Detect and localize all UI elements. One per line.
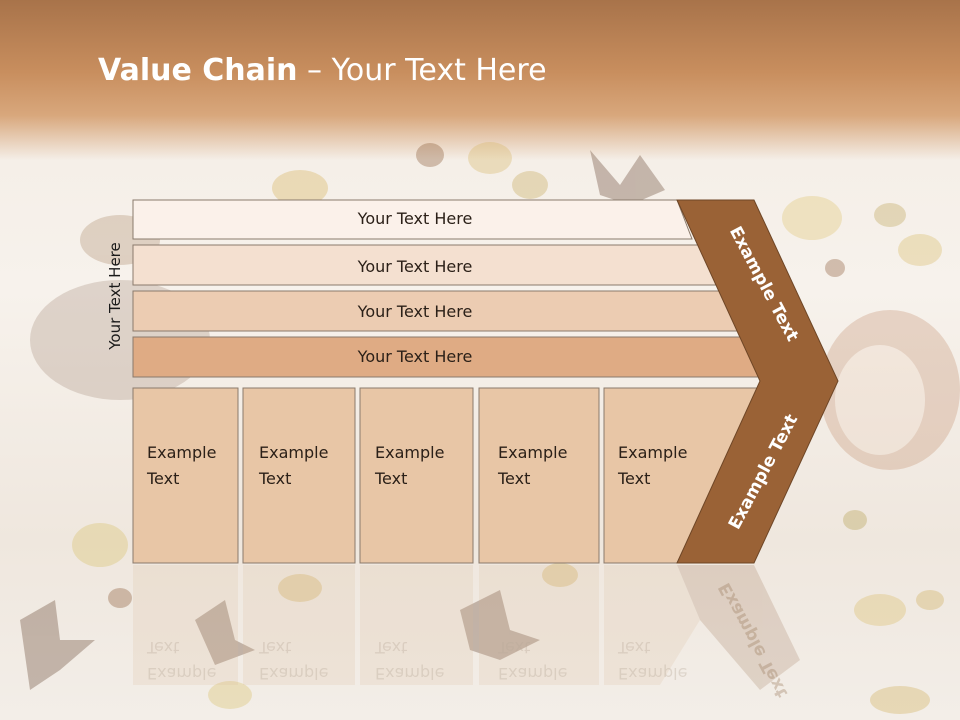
column-box-4 bbox=[478, 387, 600, 564]
row-label-1: Your Text Here bbox=[357, 209, 473, 228]
row-bar-1 bbox=[132, 199, 693, 240]
row-label-4: Your Text Here bbox=[357, 347, 473, 366]
column-box-3 bbox=[359, 387, 474, 564]
title-rest: – Your Text Here bbox=[297, 53, 547, 88]
slide-title: Value Chain – Your Text Here bbox=[98, 53, 547, 88]
title-bold: Value Chain bbox=[98, 53, 298, 88]
reflection bbox=[133, 565, 800, 690]
row-label-3: Your Text Here bbox=[357, 302, 473, 321]
chevron-arrow bbox=[676, 199, 839, 564]
column-box-1 bbox=[132, 387, 239, 564]
header-band bbox=[0, 0, 960, 160]
column-box-2 bbox=[242, 387, 356, 564]
row-label-2: Your Text Here bbox=[357, 257, 473, 276]
